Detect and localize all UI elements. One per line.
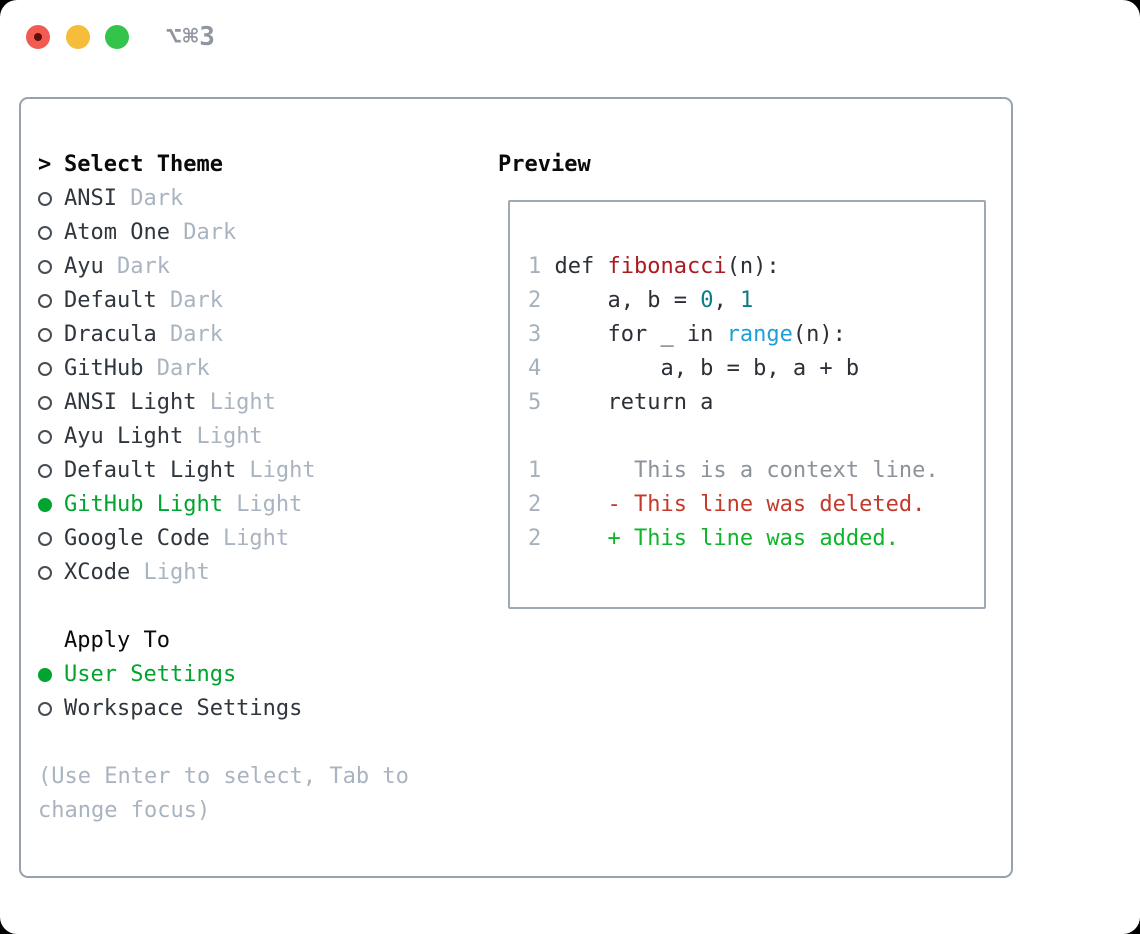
theme-name: Google Code xyxy=(64,526,210,551)
theme-option-ayu-dark[interactable]: Ayu Dark xyxy=(38,250,170,284)
theme-variant: Dark xyxy=(130,186,184,211)
apply-to-header: Apply To xyxy=(38,624,170,658)
minimize-button[interactable] xyxy=(66,25,90,49)
theme-variant: Dark xyxy=(116,254,170,279)
diff-added-line: 2 + This line was added. xyxy=(528,526,899,551)
theme-variant: Light xyxy=(222,526,290,551)
section-title: Apply To xyxy=(64,628,170,653)
preview-pane xyxy=(508,200,986,609)
section-title: Select Theme xyxy=(64,152,223,177)
theme-name: XCode xyxy=(64,560,131,585)
close-button[interactable] xyxy=(26,25,50,49)
line-number: 5 xyxy=(528,390,542,415)
line-number: 2 xyxy=(528,492,542,517)
theme-name: ANSI Light xyxy=(64,390,197,415)
line-number: 2 xyxy=(528,526,542,551)
theme-variant: Dark xyxy=(169,322,223,347)
theme-variant: Dark xyxy=(183,220,237,245)
radio-selected-icon xyxy=(38,488,64,522)
radio-icon xyxy=(38,284,64,318)
theme-name: GitHub xyxy=(64,356,144,381)
theme-option-google-code[interactable]: Google Code Light xyxy=(38,522,289,556)
radio-icon xyxy=(38,386,64,420)
builtin-token: range xyxy=(726,322,793,347)
number-token: 0 xyxy=(700,288,714,313)
theme-option-ansi-dark[interactable]: ANSI Dark xyxy=(38,182,183,216)
number-token: 1 xyxy=(739,288,754,313)
apply-option-workspace-settings[interactable]: Workspace Settings xyxy=(38,692,302,726)
theme-name: Default Light xyxy=(64,458,237,483)
theme-name: Default xyxy=(64,288,157,313)
theme-option-github-dark[interactable]: GitHub Dark xyxy=(38,352,210,386)
apply-option-user-settings[interactable]: User Settings xyxy=(38,658,236,692)
theme-name: Dracula xyxy=(64,322,157,347)
radio-icon xyxy=(38,420,64,454)
theme-variant: Light xyxy=(143,560,210,585)
radio-icon xyxy=(38,216,64,250)
select-theme-header: > Select Theme xyxy=(38,148,223,182)
code-line: 4 a, b = b, a + b xyxy=(528,356,860,381)
theme-name: Atom One xyxy=(64,220,170,245)
theme-variant: Light xyxy=(196,424,263,449)
radio-icon xyxy=(38,318,64,352)
theme-variant: Dark xyxy=(169,288,223,313)
unsaved-dot-icon xyxy=(34,33,42,41)
line-number: 1 xyxy=(528,254,542,279)
line-number: 1 xyxy=(528,458,542,483)
radio-icon xyxy=(38,250,64,284)
window-title: ⌥⌘3 xyxy=(166,22,216,52)
theme-variant: Dark xyxy=(156,356,210,381)
radio-selected-icon xyxy=(38,658,64,692)
keyboard-hint-line1: (Use Enter to select, Tab to xyxy=(38,764,409,789)
theme-option-github-light[interactable]: GitHub Light Light xyxy=(38,488,302,522)
theme-option-ayu-light[interactable]: Ayu Light Light xyxy=(38,420,263,454)
radio-icon xyxy=(38,182,64,216)
line-number: 4 xyxy=(528,356,542,381)
radio-icon xyxy=(38,522,64,556)
code-line: 2 a, b = 0, 1 xyxy=(528,288,754,313)
theme-name: ANSI xyxy=(64,186,117,211)
theme-name: GitHub Light xyxy=(64,492,223,517)
diff-deleted-line: 2 - This line was deleted. xyxy=(528,492,926,517)
radio-icon xyxy=(38,692,64,726)
zoom-button[interactable] xyxy=(105,25,129,49)
theme-variant: Light xyxy=(249,458,316,483)
theme-option-dracula-dark[interactable]: Dracula Dark xyxy=(38,318,223,352)
theme-name: Ayu xyxy=(64,254,104,279)
apply-option-label: Workspace Settings xyxy=(64,696,303,721)
apply-option-label: User Settings xyxy=(64,662,237,687)
preview-title: Preview xyxy=(498,152,591,177)
theme-variant: Light xyxy=(209,390,276,415)
theme-option-xcode[interactable]: XCode Light xyxy=(38,556,210,590)
line-number: 2 xyxy=(528,288,542,313)
diff-context-line: 1 This is a context line. xyxy=(528,458,939,483)
function-token: fibonacci xyxy=(607,254,727,279)
theme-option-atom-one-dark[interactable]: Atom One Dark xyxy=(38,216,236,250)
radio-icon xyxy=(38,352,64,386)
line-number: 3 xyxy=(528,322,542,347)
prompt-icon: > xyxy=(38,152,52,177)
code-line: 5 return a xyxy=(528,390,714,415)
code-line: 3 for _ in range(n): xyxy=(528,322,846,347)
theme-variant: Light xyxy=(236,492,303,517)
radio-icon xyxy=(38,454,64,488)
theme-option-default-dark[interactable]: Default Dark xyxy=(38,284,223,318)
theme-option-default-light[interactable]: Default Light Light xyxy=(38,454,316,488)
theme-name: Ayu Light xyxy=(64,424,184,449)
theme-option-ansi-light[interactable]: ANSI Light Light xyxy=(38,386,276,420)
keyboard-hint-line2: change focus) xyxy=(38,798,211,823)
radio-icon xyxy=(38,556,64,590)
